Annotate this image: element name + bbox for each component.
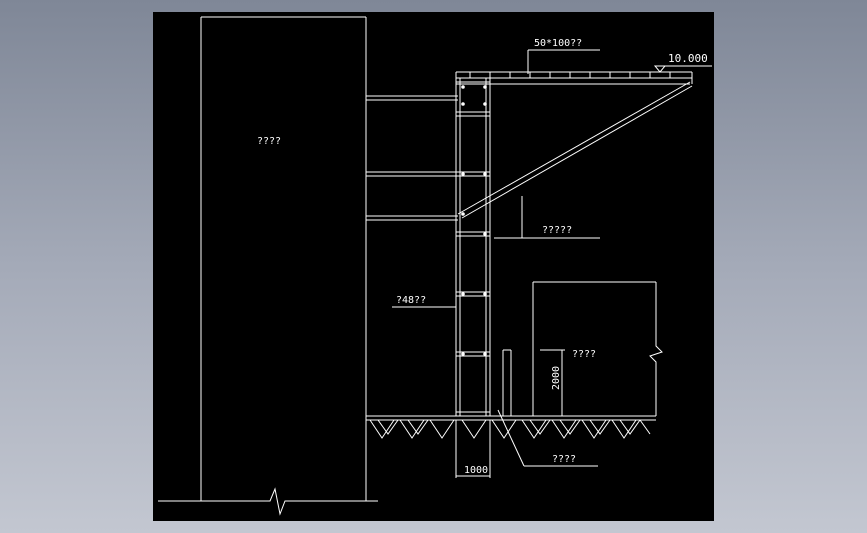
elevation-marker: 10.000 xyxy=(653,52,712,73)
cad-viewport[interactable]: 50*100?? 10.000 ????? ???? ?48?? ???? 20… xyxy=(153,12,714,521)
scaffold-frame xyxy=(455,78,491,417)
temporary-shed: ???? xyxy=(532,281,663,416)
roof-spec-label: 50*100?? xyxy=(534,38,582,49)
pipe-callout: ?48?? xyxy=(392,295,456,308)
pipe-label: ?48?? xyxy=(396,295,426,306)
scaffold-tie-beams xyxy=(366,95,458,221)
scaffold-couplers xyxy=(461,85,487,356)
width-dim-label: 1000 xyxy=(464,465,488,476)
building-outline xyxy=(158,16,378,516)
elevation-label: 10.000 xyxy=(668,52,708,65)
brace-label: ????? xyxy=(542,225,572,236)
height-dimension: 2000 xyxy=(540,349,565,416)
ground-callout: ???? xyxy=(497,409,598,467)
width-dimension: 1000 xyxy=(455,420,491,478)
building-label: ???? xyxy=(257,136,281,147)
ground-label: ???? xyxy=(552,454,576,465)
canopy-roof xyxy=(455,71,693,85)
diagonal-brace xyxy=(457,81,693,219)
shed-label: ???? xyxy=(572,349,596,360)
height-dim-label: 2000 xyxy=(551,366,562,390)
ground-hatch xyxy=(366,415,656,439)
brace-callout: ????? xyxy=(494,196,600,239)
fence-post xyxy=(502,349,512,416)
roof-spec-callout: 50*100?? xyxy=(527,38,600,74)
